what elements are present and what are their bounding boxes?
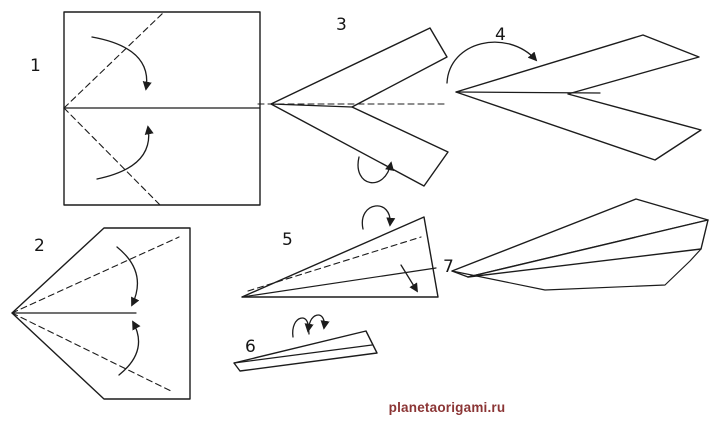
diagram-ink-layer: 1 2 3 4 5 6 7 planetaorigami.ru xyxy=(11,11,709,415)
watermark-text: planetaorigami.ru xyxy=(389,400,506,415)
step-1-fold-line-upper xyxy=(63,11,165,109)
labels-layer: 1 2 3 4 5 6 7 planetaorigami.ru xyxy=(30,15,506,415)
step-4-dart-outline xyxy=(455,34,702,161)
step-2-number: 2 xyxy=(34,236,45,256)
step-5-fold-loop-arrow xyxy=(361,205,396,230)
step-1-fold-arrow-bottom xyxy=(96,125,154,180)
step-4-diagram xyxy=(446,34,702,161)
step-1-diagram xyxy=(63,11,261,206)
step-3-nose-crease xyxy=(270,103,353,108)
step-6-number: 6 xyxy=(245,337,256,357)
step-5-direction-arrow xyxy=(400,264,418,293)
step-3-turn-arrow xyxy=(357,156,395,184)
step-6-wing-loop-arrow-right xyxy=(308,314,330,335)
step-5-body-outline xyxy=(241,216,439,298)
step-1-number: 1 xyxy=(30,56,41,76)
step-4-fold-over-arrow xyxy=(446,41,538,84)
step-1-fold-arrow-top xyxy=(91,36,152,91)
step-2-fold-arrow-bottom xyxy=(118,320,141,376)
step-3-number: 3 xyxy=(336,15,347,35)
step-2-fold-arrow-top xyxy=(116,246,140,307)
step-6-wing-loop-arrow-left xyxy=(292,317,314,338)
step-3-diagram xyxy=(257,27,449,187)
step-6-diagram xyxy=(233,314,378,372)
step-3-dart-outline xyxy=(270,27,449,187)
step-2-diagram xyxy=(11,227,191,400)
step-2-fold-line-lower xyxy=(11,312,174,393)
step-4-center-crease xyxy=(455,91,601,94)
step-6-body-outline xyxy=(233,330,378,372)
step-5-layer-edge xyxy=(241,267,437,298)
step-7-diagram xyxy=(451,198,709,291)
step-4-number: 4 xyxy=(495,25,506,45)
step-5-number: 5 xyxy=(282,230,293,250)
step-7-fuselage-keel xyxy=(451,248,702,291)
step-5-diagram xyxy=(241,205,439,298)
step-1-fold-line-lower xyxy=(63,107,161,206)
step-6-layer-edge xyxy=(233,344,373,364)
step-5-wing-fold-line xyxy=(247,236,422,292)
step-2-fold-line-upper xyxy=(11,236,180,314)
step-7-near-wing xyxy=(467,219,709,278)
step-7-number: 7 xyxy=(443,257,454,277)
